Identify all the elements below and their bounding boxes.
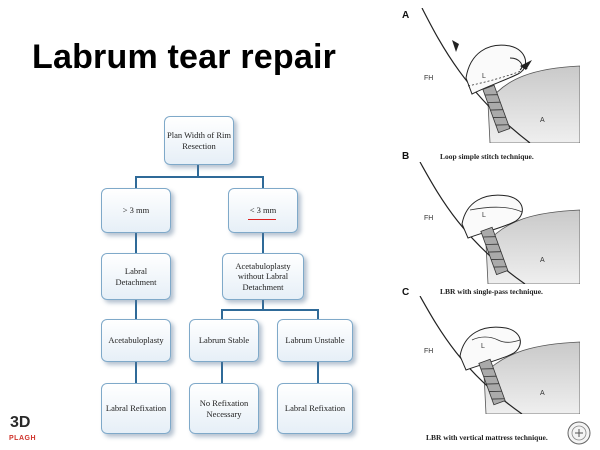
slide-title: Labrum tear repair (32, 38, 337, 76)
connector-right-down (262, 300, 264, 310)
connector-right-split (221, 309, 319, 311)
node-left-action: Acetabuloplasty (101, 319, 171, 362)
panel-b-a-label: A (540, 257, 545, 264)
panel-a-a-label: A (540, 117, 545, 124)
connector-unstable-outcome (317, 362, 319, 383)
node-right-branch: < 3 mm (228, 188, 298, 233)
panel-c-a-label: A (540, 390, 545, 397)
panel-b-letter: B (402, 151, 410, 162)
node-left-step: Labral Detachment (101, 253, 171, 300)
connector-stable-outcome (221, 362, 223, 383)
right-branch-text: < 3 mm (249, 205, 277, 216)
panel-b-caption: LBR with single-pass technique. (440, 287, 543, 296)
node-left-outcome: Labral Refixation (101, 383, 171, 434)
connector-root-split (135, 176, 264, 178)
panel-a-illustration (421, 8, 580, 143)
panel-c-illustration (419, 296, 580, 414)
panel-a-fh-label: FH (424, 75, 434, 82)
connector-unstable (317, 309, 319, 319)
logo-number: 3D (10, 414, 31, 431)
logo-word: PLAGH (9, 435, 36, 442)
connector-left-step (135, 233, 137, 253)
connector-left-action (135, 300, 137, 319)
connector-stable (221, 309, 223, 319)
panel-b-l-label: L (482, 212, 486, 219)
red-underline (248, 219, 276, 220)
panel-a-letter: A (402, 10, 410, 21)
panel-c-fh-label: FH (424, 348, 434, 355)
node-root: Plan Width of Rim Resection (164, 116, 234, 165)
connector-right-step (262, 233, 264, 253)
node-right-step: Acetabuloplasty without Labral Detachmen… (222, 253, 304, 300)
node-unstable-outcome: Labral Refixation (277, 383, 353, 434)
panel-b-illustration (419, 162, 580, 284)
connector-left-branch (135, 176, 137, 188)
panel-b-fh-label: FH (424, 215, 434, 222)
connector-left-outcome (135, 362, 137, 383)
node-stable: Labrum Stable (189, 319, 259, 362)
plagh-logo: 3D PLAGH (6, 414, 42, 444)
connector-root-down (197, 165, 199, 177)
panel-c-l-label: L (481, 343, 485, 350)
connector-right-branch (262, 176, 264, 188)
panel-a-l-label: L (482, 73, 486, 80)
node-left-branch: > 3 mm (101, 188, 171, 233)
panel-c-caption: LBR with vertical mattress technique. (426, 433, 548, 442)
seal-icon (567, 421, 591, 445)
panel-a-caption: Loop simple stitch technique. (440, 152, 534, 161)
node-stable-outcome: No Refixation Necessary (189, 383, 259, 434)
node-unstable: Labrum Unstable (277, 319, 353, 362)
panel-c-letter: C (402, 287, 410, 298)
